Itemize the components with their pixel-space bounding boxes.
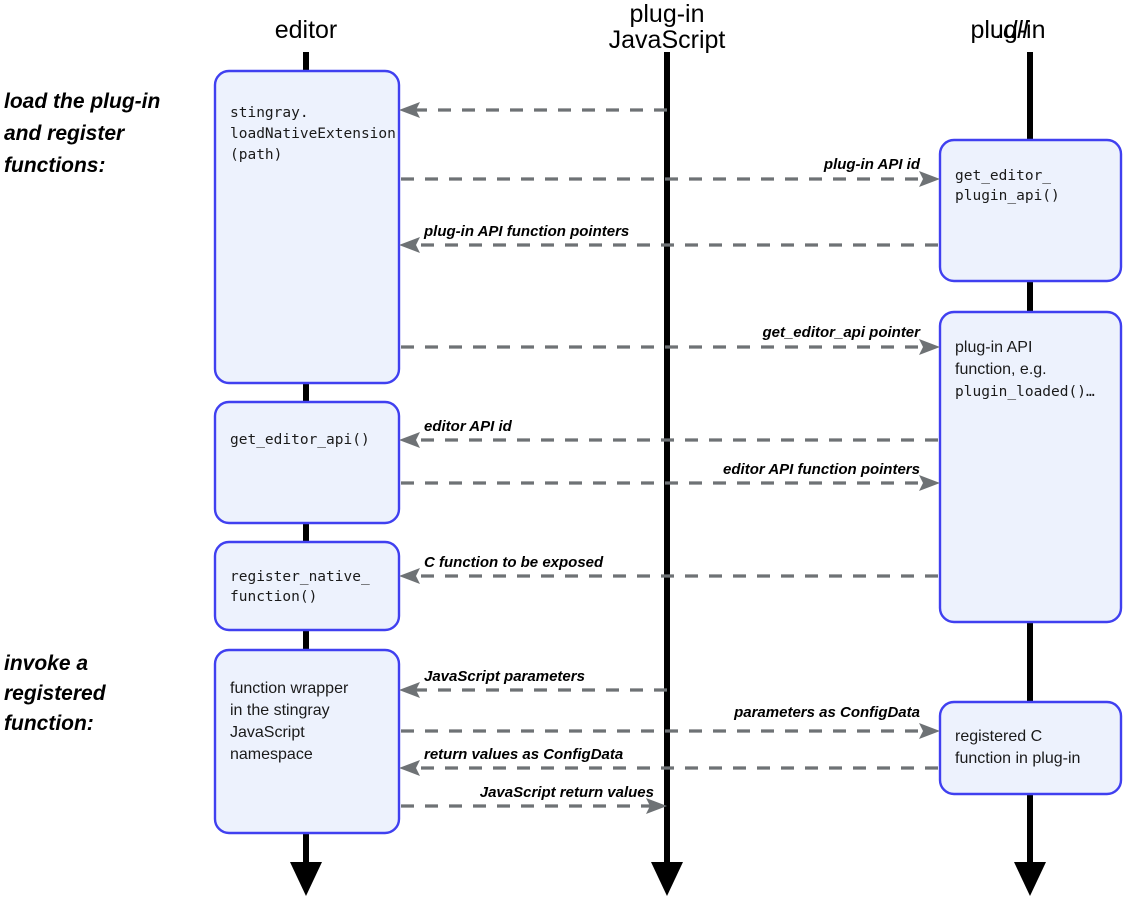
message-label: plug-in API id [823,156,921,173]
activation-registered-c-function: registered C function in plug-in [938,700,1123,796]
activation-text-line: JavaScript [230,724,305,741]
activation-text-line: register_native_ [230,569,370,585]
lifeline-title-plugin-dll-ext: .dll [996,16,1029,44]
activation-text-line: (path) [230,147,282,163]
activation-stingray-load-native-extension: stingray. loadNativeExtension (path) [213,69,401,385]
phase-label-line: and register [4,122,126,145]
activation-text-line: function in plug-in [955,750,1080,767]
message-msg-get-editor-api-ptr: get_editor_api pointer [401,324,940,355]
activation-text-line: function wrapper [230,680,349,697]
phase-label-line: invoke a [4,652,88,675]
message-arrowhead [919,723,940,739]
activation-get-editor-plugin-api: get_editor_ plugin_api() [938,138,1123,283]
activation-box [938,310,1123,624]
activation-text-line: stingray. [230,105,309,121]
message-msg-js-return-values: JavaScript return values [401,784,667,814]
activation-box [213,69,401,385]
message-arrowhead [646,798,667,814]
activation-box [938,138,1123,283]
phase-label-load-register: load the plug-in and register functions: [4,90,160,177]
message-arrowhead [919,475,940,491]
activation-text-line: get_editor_ [955,168,1051,184]
lifeline-end-arrow-plugin-js [651,862,683,896]
message-msg-c-function-exposed: C function to be exposed [399,554,938,584]
activation-text-line: function, e.g. [955,361,1047,378]
message-label: get_editor_api pointer [761,324,921,341]
message-arrowhead [399,102,420,118]
message-msg-params-configdata: parameters as ConfigData [401,704,940,739]
message-label: return values as ConfigData [424,746,623,763]
activation-text-line: loadNativeExtension [230,126,396,142]
message-arrowhead [399,432,420,448]
activation-text-line: plugin_api() [955,188,1060,204]
message-arrowhead [399,682,420,698]
message-label: editor API function pointers [723,461,920,478]
message-arrowhead [399,568,420,584]
activation-box [213,400,401,525]
message-msg-plugin-api-id: plug-in API id [401,156,940,187]
activation-text-line: plugin_loaded()… [955,384,1095,400]
message-label: parameters as ConfigData [733,704,920,721]
lifeline-title-editor: editor [275,16,338,44]
activation-plugin-api-function: plug-in API function, e.g. plugin_loaded… [938,310,1123,624]
phase-label-line: function: [4,712,94,735]
activation-get-editor-api: get_editor_api() [213,400,401,525]
message-msg-js-parameters: JavaScript parameters [399,668,667,698]
activation-box [213,540,401,632]
phase-label-line: registered [4,682,107,705]
phase-label-invoke: invoke a registered function: [4,652,107,735]
message-arrowhead [399,760,420,776]
activation-text-line: registered C [955,728,1042,745]
lifeline-end-arrow-plugin-dll [1014,862,1046,896]
lifeline-title-plugin-js-line2: JavaScript [609,26,726,54]
message-arrowhead [919,339,940,355]
lifeline-title-plugin-dll: plug-in [970,16,1045,44]
message-msg-plugin-api-pointers: plug-in API function pointers [399,223,938,253]
message-msg-editor-api-pointers: editor API function pointers [401,461,940,491]
activation-text-line: get_editor_api() [230,432,370,448]
message-msg-load-call [399,102,667,118]
activation-function-wrapper: function wrapper in the stingray JavaScr… [213,648,401,835]
activation-box [213,648,401,835]
message-label: plug-in API function pointers [423,223,629,240]
activation-text-line: plug-in API [955,339,1032,356]
phase-label-line: functions: [4,154,105,177]
activation-box [938,700,1123,796]
message-msg-return-configdata: return values as ConfigData [399,746,938,776]
message-label: JavaScript return values [480,784,654,801]
lifeline-title-plugin-js-line1: plug-in [629,0,704,28]
phase-label-line: load the plug-in [4,90,160,113]
message-arrowhead [399,237,420,253]
message-label: editor API id [424,418,513,435]
activation-text-line: namespace [230,746,313,763]
activation-register-native-function: register_native_ function() [213,540,401,632]
message-msg-editor-api-id: editor API id [399,418,938,448]
message-label: JavaScript parameters [424,668,585,685]
message-arrowhead [919,171,940,187]
message-label: C function to be exposed [424,554,604,571]
lifeline-end-arrow-editor [290,862,322,896]
activation-text-line: function() [230,589,317,605]
activation-text-line: in the stingray [230,702,330,719]
